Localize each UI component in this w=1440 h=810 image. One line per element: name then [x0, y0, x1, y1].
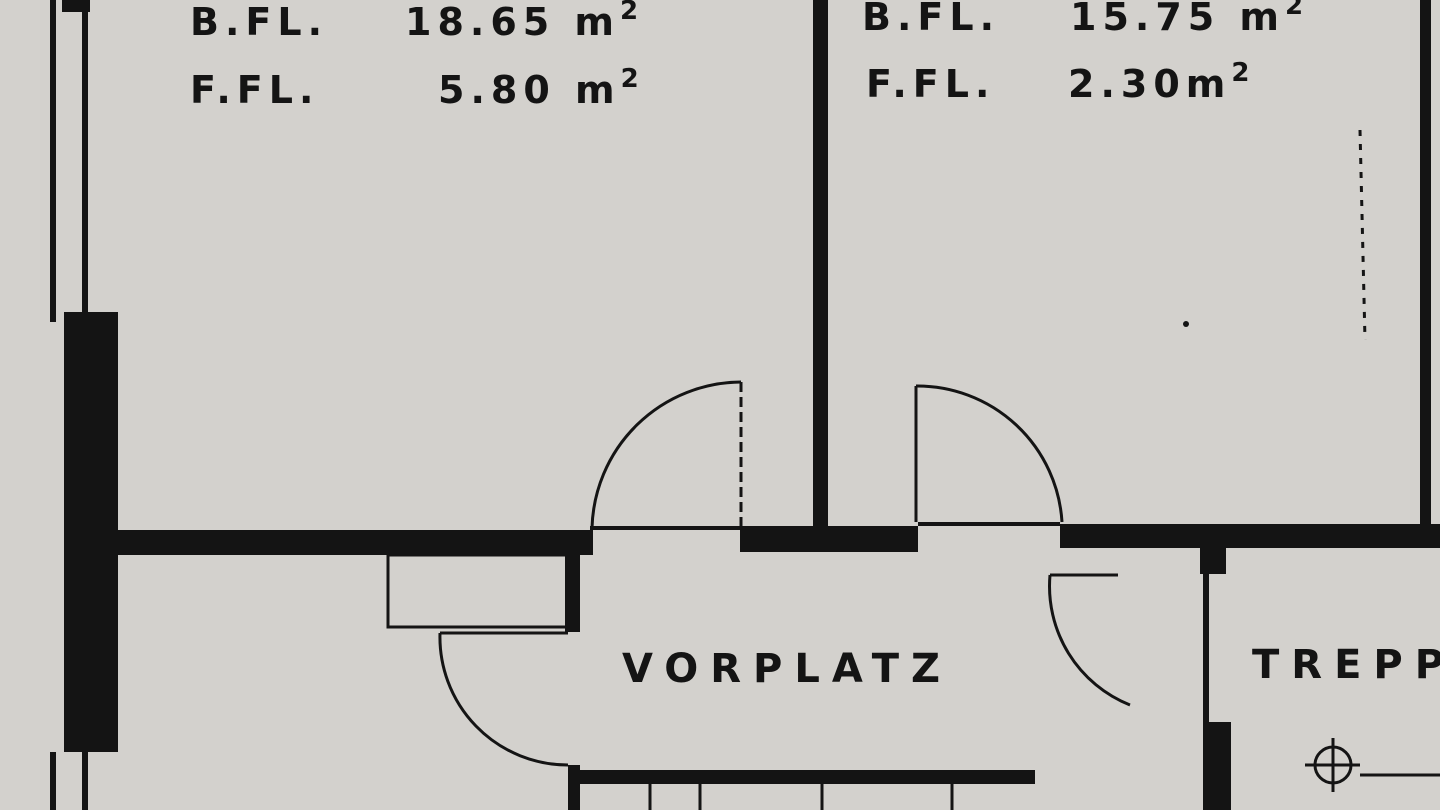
room-left-labels: B.FL. 18.65 m2 F.FL. 5.80 m2: [190, 0, 639, 112]
wall-v-stair: [1203, 548, 1209, 810]
f-fl-sup-right: 2: [1231, 58, 1249, 88]
door-swing-closet: [438, 632, 569, 767]
f-fl-sup-left: 2: [621, 64, 639, 94]
window-frame-lower: [50, 752, 56, 810]
b-fl-right: 15.75 m2: [1070, 0, 1303, 39]
f-fl-value-left: 5.80 m: [438, 68, 621, 112]
dashed-line: [1358, 129, 1367, 341]
hall-label: VORPLATZ: [622, 646, 952, 692]
f-fl-right: 2.30m2: [1068, 58, 1249, 106]
wall-stair-thick: [1205, 722, 1231, 810]
window-frame-inner: [82, 0, 88, 322]
door-swing-2: [915, 384, 1064, 523]
f-fl-label-left: F.FL.: [190, 68, 319, 112]
b-fl-label-left: B.FL.: [190, 0, 328, 44]
f-fl-left: 5.80 m2: [438, 64, 639, 112]
door-swing-1: [590, 380, 742, 529]
b-fl-label-right: B.FL.: [862, 0, 1000, 39]
thin-lines: [386, 129, 1440, 810]
b-fl-value-right: 15.75 m: [1070, 0, 1285, 39]
window-cap: [62, 0, 90, 12]
b-fl-sup-right: 2: [1285, 0, 1303, 21]
door-threshold-1: [590, 526, 740, 530]
wall-h-mid: [740, 526, 918, 552]
b-fl-value-left: 18.65 m: [405, 0, 620, 44]
f-fl-label-right: F.FL.: [866, 62, 995, 106]
f-fl-value-right: 2.30m: [1068, 62, 1231, 106]
window-frame-outer: [50, 0, 56, 322]
wall-v-right: [1420, 0, 1431, 524]
wall-h-right: [1060, 524, 1440, 548]
wall-v-center: [813, 0, 828, 528]
wall-h-bottom: [575, 770, 1035, 784]
closet: [386, 553, 570, 629]
wall-h-left: [118, 530, 593, 555]
fixture-outline: [820, 770, 954, 810]
stair-label: TREPP: [1252, 642, 1440, 688]
b-fl-left: 18.65 m2: [405, 0, 638, 44]
b-fl-sup-left: 2: [620, 0, 638, 26]
dot: [1183, 321, 1189, 327]
window-frame-lower-inner: [82, 752, 88, 810]
door-swing-3: [1048, 574, 1131, 707]
left-thick-wall: [64, 312, 118, 752]
room-right-labels: B.FL. 15.75 m2 F.FL. 2.30m2: [862, 0, 1303, 106]
door-threshold-2: [918, 522, 1060, 526]
